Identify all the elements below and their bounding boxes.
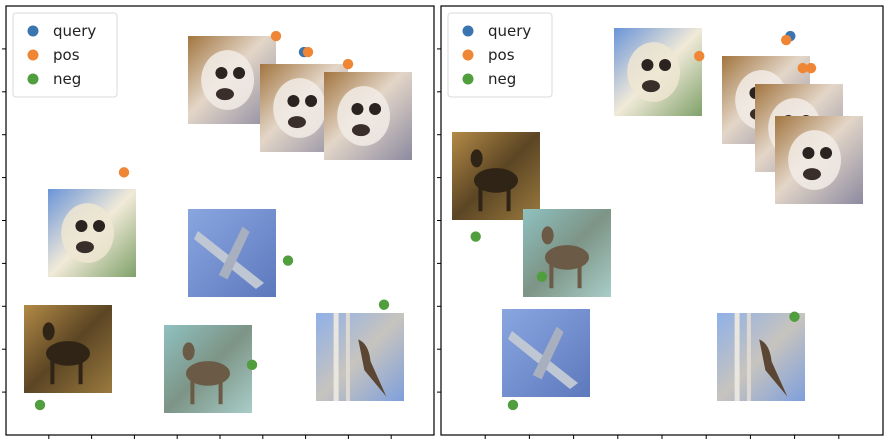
thumbnail-subject bbox=[358, 339, 387, 397]
thumbnail-bird bbox=[316, 313, 404, 401]
point-pos bbox=[781, 34, 792, 46]
thumbnail-head bbox=[470, 149, 483, 168]
point-neg bbox=[378, 299, 390, 310]
legend-label-pos: pos bbox=[53, 46, 80, 64]
legend-box bbox=[447, 12, 553, 98]
thumbnail-leg bbox=[190, 379, 195, 405]
thumbnail-eye bbox=[233, 66, 246, 79]
thumbnail-nose bbox=[75, 241, 94, 254]
legend-marker-pos bbox=[462, 49, 474, 61]
point-pos bbox=[118, 167, 130, 178]
panel-left: query pos neg bbox=[2, 5, 435, 439]
point-neg bbox=[536, 271, 548, 282]
thumbnail-leg bbox=[218, 379, 223, 405]
thumbnail-eye bbox=[305, 94, 318, 107]
thumbnail-eye bbox=[93, 219, 106, 232]
legend-marker-query bbox=[462, 25, 474, 37]
thumbnail-leg bbox=[78, 359, 83, 385]
thumbnail-nose bbox=[351, 124, 370, 137]
legend-marker-neg bbox=[462, 73, 474, 85]
thumbnail-head bbox=[541, 226, 554, 245]
legend-marker-query bbox=[27, 25, 39, 37]
thumbnail-wing bbox=[218, 226, 250, 280]
thumbnail-airplane bbox=[502, 309, 590, 397]
thumbnail-branch bbox=[333, 313, 339, 401]
point-neg bbox=[246, 359, 258, 371]
thumbnail-subject bbox=[46, 341, 90, 366]
thumbnail-deer bbox=[523, 209, 611, 297]
thumbnail-dog bbox=[775, 116, 863, 204]
thumbnail-subject bbox=[788, 130, 841, 190]
thumbnail-eye bbox=[820, 146, 833, 159]
thumbnail-eye bbox=[802, 146, 815, 159]
thumbnail-pug bbox=[48, 189, 136, 277]
thumbnail-subject bbox=[61, 203, 114, 263]
legend-label-pos: pos bbox=[488, 46, 515, 64]
thumbnail-image bbox=[717, 313, 805, 401]
thumbnail-pug bbox=[614, 28, 702, 116]
thumbnail-eye bbox=[287, 94, 300, 107]
point-neg bbox=[789, 311, 800, 322]
legend-box bbox=[12, 12, 118, 98]
thumbnail-subject bbox=[201, 50, 255, 110]
point-pos bbox=[805, 62, 817, 74]
thumbnail-leg bbox=[478, 186, 483, 212]
legend-label-neg: neg bbox=[488, 70, 516, 88]
thumbnail-leg bbox=[577, 263, 582, 289]
thumbnail-branch bbox=[734, 313, 740, 401]
thumbnail-subject bbox=[273, 78, 326, 138]
point-pos bbox=[342, 58, 354, 70]
thumbnail-deer bbox=[24, 305, 112, 393]
thumbnail-leg bbox=[549, 263, 554, 289]
thumbnail-subject bbox=[186, 361, 230, 386]
thumbnail-nose bbox=[215, 88, 234, 101]
point-neg bbox=[282, 255, 294, 266]
thumbnail-airplane bbox=[188, 209, 276, 297]
thumbnail-branch bbox=[345, 313, 350, 401]
thumbnail-eye bbox=[75, 219, 88, 232]
legend-marker-pos bbox=[27, 49, 39, 61]
point-pos bbox=[302, 46, 314, 58]
thumbnail-subject bbox=[627, 42, 680, 102]
point-neg bbox=[507, 399, 519, 411]
legend-marker-neg bbox=[27, 73, 39, 85]
thumbnail-bird bbox=[717, 313, 805, 401]
thumbnail-nose bbox=[641, 80, 660, 93]
point-neg bbox=[34, 399, 46, 411]
point-pos bbox=[270, 30, 282, 42]
point-pos bbox=[694, 50, 705, 62]
thumbnail-nose bbox=[287, 116, 306, 129]
thumbnail-eye bbox=[215, 66, 228, 79]
thumbnail-eye bbox=[351, 102, 364, 115]
thumbnail-subject bbox=[337, 86, 390, 146]
thumbnail-leg bbox=[506, 186, 511, 212]
thumbnail-eye bbox=[369, 102, 382, 115]
thumbnail-branch bbox=[746, 313, 751, 401]
thumbnail-head bbox=[182, 342, 195, 361]
legend: query pos neg bbox=[447, 12, 553, 98]
thumbnail-deer bbox=[452, 132, 540, 220]
thumbnail-dog bbox=[324, 72, 412, 160]
legend: query pos neg bbox=[12, 12, 118, 98]
thumbnail-nose bbox=[802, 168, 821, 181]
thumbnail-leg bbox=[50, 359, 55, 385]
thumbnail-eye bbox=[641, 58, 654, 71]
point-pos bbox=[797, 62, 808, 74]
legend-label-query: query bbox=[53, 22, 96, 40]
panel-right: query pos neg bbox=[437, 5, 884, 439]
point-neg bbox=[470, 231, 481, 242]
thumbnail-subject bbox=[759, 339, 788, 397]
thumbnail-eye bbox=[659, 58, 672, 71]
legend-label-query: query bbox=[488, 22, 531, 40]
thumbnail-wing bbox=[532, 326, 564, 380]
legend-label-neg: neg bbox=[53, 70, 81, 88]
thumbnail-deer bbox=[164, 325, 252, 413]
thumbnail-head bbox=[42, 322, 55, 341]
thumbnail-image bbox=[316, 313, 404, 401]
thumbnail-subject bbox=[545, 245, 589, 270]
thumbnail-subject bbox=[474, 168, 518, 193]
